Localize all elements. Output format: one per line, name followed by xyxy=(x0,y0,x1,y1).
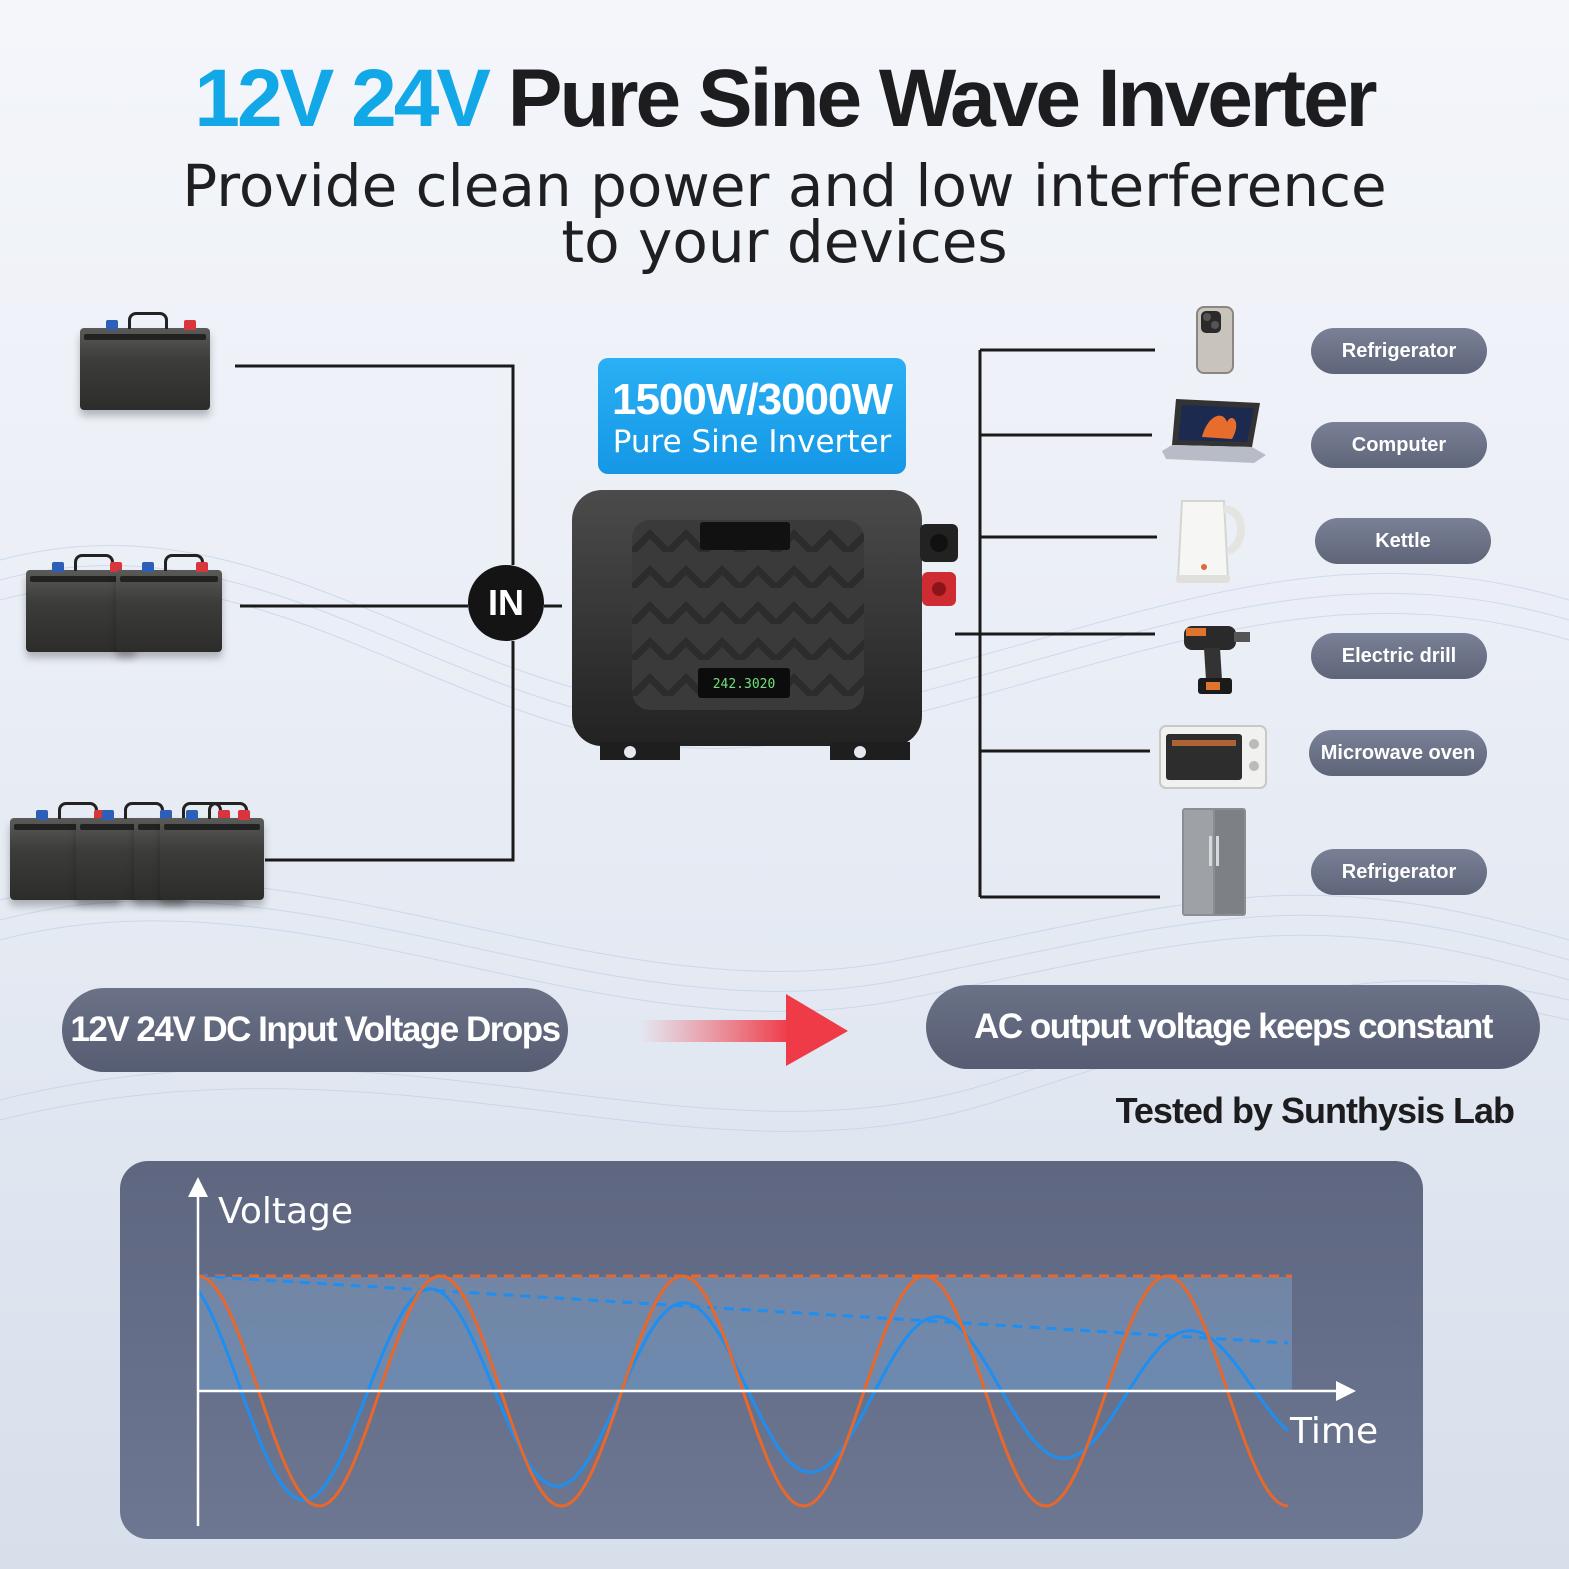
subtitle: Provide clean power and low interference… xyxy=(0,152,1569,276)
power-rating-badge: 1500W/3000W Pure Sine Inverter xyxy=(598,358,906,474)
laptop-icon xyxy=(1162,399,1266,463)
device-label-computer: Computer xyxy=(1311,422,1487,468)
ac-area xyxy=(198,1277,1292,1391)
title-main: Pure Sine Wave Inverter xyxy=(507,53,1378,144)
dc-wave-line xyxy=(196,1287,1290,1502)
power-rating: 1500W/3000W xyxy=(611,375,893,424)
x-axis-arrow xyxy=(1336,1381,1356,1401)
voltage-waveform xyxy=(188,1177,1356,1526)
output-voltage-pill: AC output voltage keeps constant xyxy=(926,985,1540,1069)
drill-icon xyxy=(1184,626,1250,694)
subtitle-line-1: Provide clean power and low interference xyxy=(182,152,1387,220)
tested-by-label: Tested by Sunthysis Lab xyxy=(1115,1090,1515,1131)
y-axis-label: Voltage xyxy=(218,1191,354,1232)
phone-icon xyxy=(1196,306,1234,374)
y-axis-arrow xyxy=(188,1177,208,1197)
subtitle-line-2: to your devices xyxy=(561,208,1008,276)
input-wire-bottom xyxy=(265,641,515,862)
title-voltage: 12V 24V xyxy=(194,53,491,144)
oven-icon xyxy=(1159,725,1267,789)
display-reading: 242.3020 xyxy=(713,677,776,692)
input-node: IN xyxy=(468,565,544,641)
input-voltage-pill: 12V 24V DC Input Voltage Drops xyxy=(62,988,568,1072)
inverter-unit: 242.3020 xyxy=(572,490,958,760)
page-title: 12V 24V Pure Sine Wave Inverter xyxy=(0,52,1569,146)
voltage-chart: Voltage Time xyxy=(120,1161,1423,1539)
device-label-electric-drill: Electric drill xyxy=(1311,633,1487,679)
input-wire-top xyxy=(235,364,515,565)
device-label-refrigerator-top: Refrigerator xyxy=(1311,328,1487,374)
inverter-type: Pure Sine Inverter xyxy=(612,424,892,460)
dc-level-line xyxy=(197,1274,1289,1345)
battery-icon xyxy=(160,802,264,900)
device-label-kettle: Kettle xyxy=(1315,518,1491,564)
refrigerator-icon xyxy=(1182,808,1246,916)
kettle-icon xyxy=(1176,500,1245,583)
red-arrow-icon xyxy=(640,994,848,1066)
x-axis-label: Time xyxy=(1290,1411,1379,1452)
device-label-refrigerator-bottom: Refrigerator xyxy=(1311,849,1487,895)
battery-icon xyxy=(116,554,222,652)
battery-icon xyxy=(80,312,210,410)
device-label-microwave-oven: Microwave oven xyxy=(1309,730,1487,776)
